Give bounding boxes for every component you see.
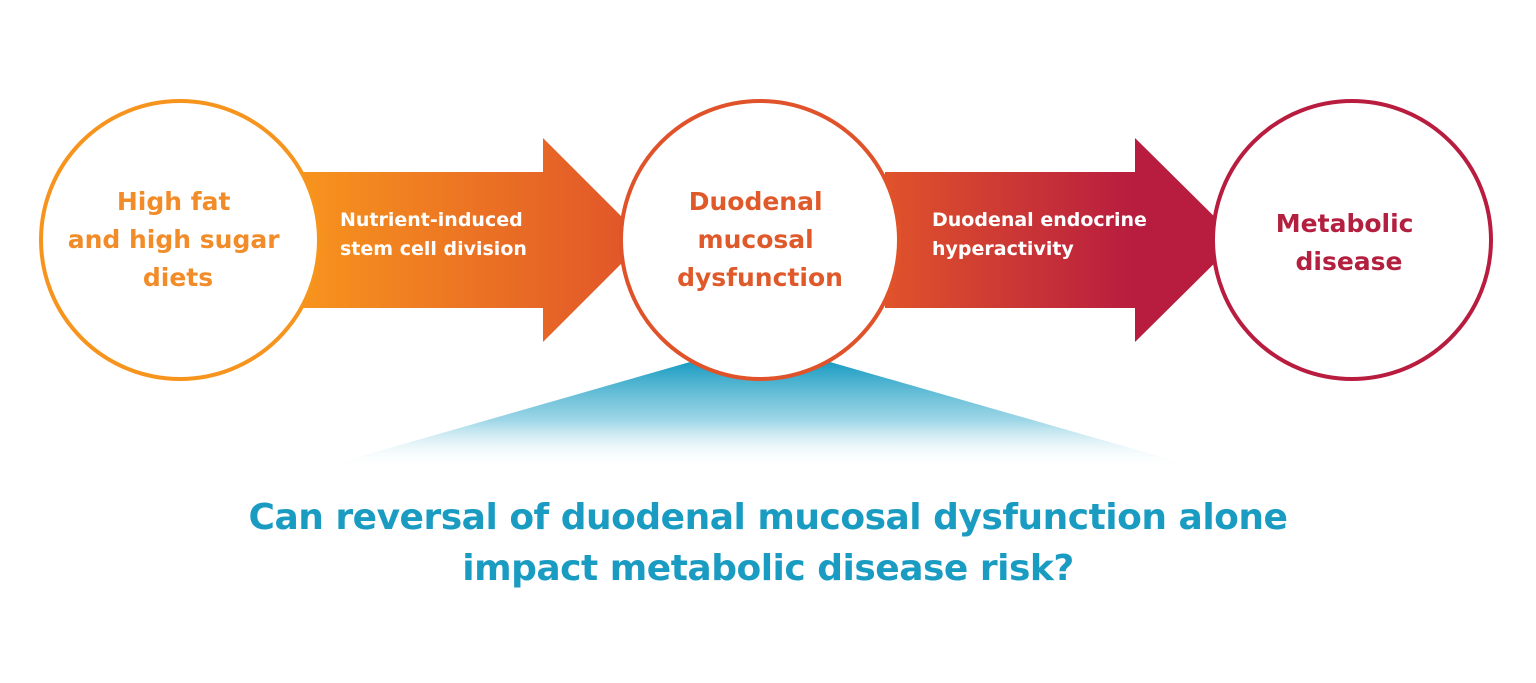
arrow-1-label: Nutrient-induced stem cell division <box>340 209 529 260</box>
focus-wedge <box>320 362 1200 468</box>
node-3-circle <box>1211 99 1493 381</box>
arrow-2-label: Duodenal endocrine hyperactivity <box>932 209 1154 260</box>
node-duodenal-mucosal-dysfunction: Duodenal mucosal dysfunction <box>619 99 901 381</box>
node-3-label: Metabolic disease <box>1276 209 1422 276</box>
node-2-circle <box>619 99 901 381</box>
node-1-label: High fat and high sugar diets <box>68 187 289 292</box>
arrow-1-label-line-1: Nutrient-induced <box>340 209 523 231</box>
arrow-stem-cell-division: Nutrient-induced stem cell division <box>300 138 645 342</box>
node-1-label-line-1: High fat <box>117 187 231 216</box>
arrow-2-label-line-1: Duodenal endocrine <box>932 209 1147 231</box>
arrow-2-shape <box>885 138 1238 342</box>
arrow-1-label-line-2: stem cell division <box>340 238 527 260</box>
node-high-fat-diets: High fat and high sugar diets <box>39 99 321 381</box>
research-question: Can reversal of duodenal mucosal dysfunc… <box>0 492 1536 594</box>
node-metabolic-disease: Metabolic disease <box>1211 99 1493 381</box>
question-line-1: Can reversal of duodenal mucosal dysfunc… <box>248 497 1288 538</box>
node-3-label-line-1: Metabolic <box>1276 209 1414 238</box>
node-1-circle <box>39 99 321 381</box>
node-1-label-line-3: diets <box>143 263 213 292</box>
node-2-label-line-2: mucosal <box>698 225 814 254</box>
node-2-label: Duodenal mucosal dysfunction <box>677 187 843 292</box>
arrow-endocrine-hyperactivity: Duodenal endocrine hyperactivity <box>885 138 1238 342</box>
node-2-label-line-3: dysfunction <box>677 263 843 292</box>
node-2-label-line-1: Duodenal <box>689 187 823 216</box>
arrow-1-shape <box>300 138 645 342</box>
question-line-2: impact metabolic disease risk? <box>462 548 1074 589</box>
node-1-label-line-2: and high sugar <box>68 225 280 254</box>
node-3-label-line-2: disease <box>1295 247 1402 276</box>
arrow-2-label-line-2: hyperactivity <box>932 238 1074 260</box>
